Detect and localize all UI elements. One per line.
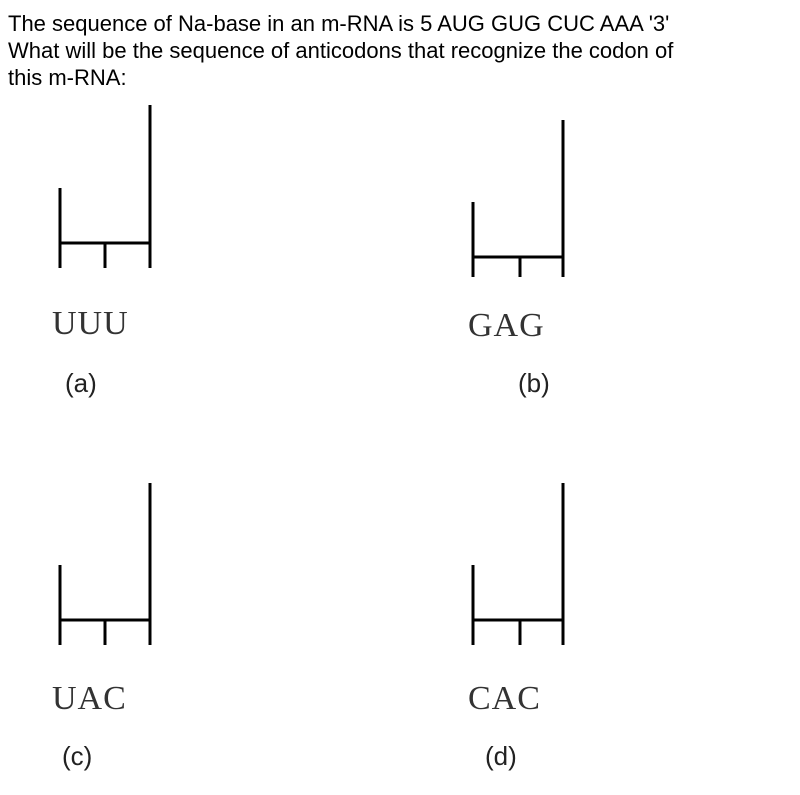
anticodon-text: UUU xyxy=(52,305,129,342)
trna-anticodon-arm-icon xyxy=(471,483,565,645)
option-label: (a) xyxy=(65,368,97,398)
trna-anticodon-arm-icon xyxy=(58,483,152,645)
option-d[interactable]: CAC (d) xyxy=(463,478,623,788)
option-b[interactable]: GAG (b) xyxy=(463,115,623,425)
question-line-1: The sequence of Na-base in an m-RNA is 5… xyxy=(8,11,670,36)
question-line-3: this m-RNA: xyxy=(8,65,127,90)
option-label: (b) xyxy=(518,368,550,398)
trna-anticodon-arm-icon xyxy=(471,120,565,277)
option-c[interactable]: UAC (c) xyxy=(50,478,210,788)
anticodon-text: UAC xyxy=(52,680,127,717)
question-line-2: What will be the sequence of anticodons … xyxy=(8,38,674,63)
trna-anticodon-arm-icon xyxy=(58,105,152,268)
anticodon-text: GAG xyxy=(468,307,545,344)
option-label: (d) xyxy=(485,741,517,771)
question-text: The sequence of Na-base in an m-RNA is 5… xyxy=(8,10,798,91)
option-a[interactable]: UUU (a) xyxy=(50,100,210,410)
anticodon-text: CAC xyxy=(468,680,541,717)
option-label: (c) xyxy=(62,741,93,771)
